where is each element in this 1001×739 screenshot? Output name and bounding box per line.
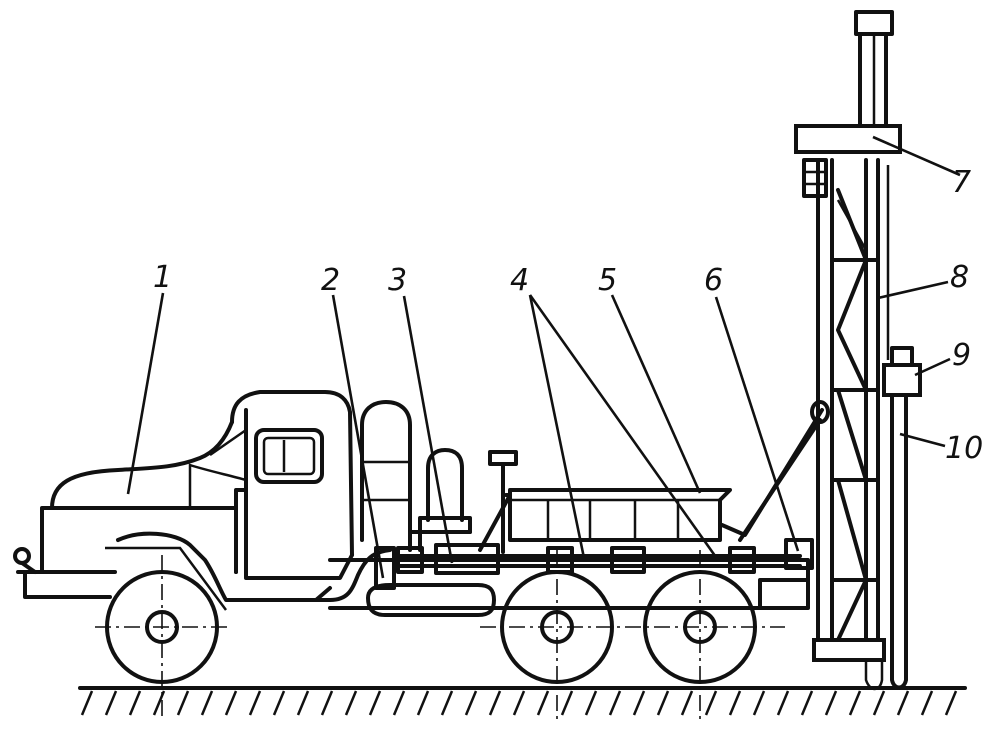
drilling-mast	[794, 10, 922, 691]
label-3: 3	[388, 263, 407, 298]
ground	[78, 686, 967, 716]
label-9: 9	[952, 338, 971, 373]
part-labels: 1 2 3 4 5 6 7 8 9 10	[153, 165, 983, 466]
platform-equipment	[360, 400, 830, 617]
label-2: 2	[321, 263, 340, 298]
leader-lines	[126, 135, 961, 579]
axle-centerlines	[95, 550, 785, 720]
label-1: 1	[153, 260, 172, 295]
label-6: 6	[704, 263, 723, 298]
label-5: 5	[598, 263, 617, 298]
label-10: 10	[945, 431, 983, 466]
label-4: 4	[510, 263, 529, 298]
truck-cab	[40, 390, 392, 611]
label-7: 7	[952, 165, 971, 200]
label-8: 8	[950, 260, 969, 295]
